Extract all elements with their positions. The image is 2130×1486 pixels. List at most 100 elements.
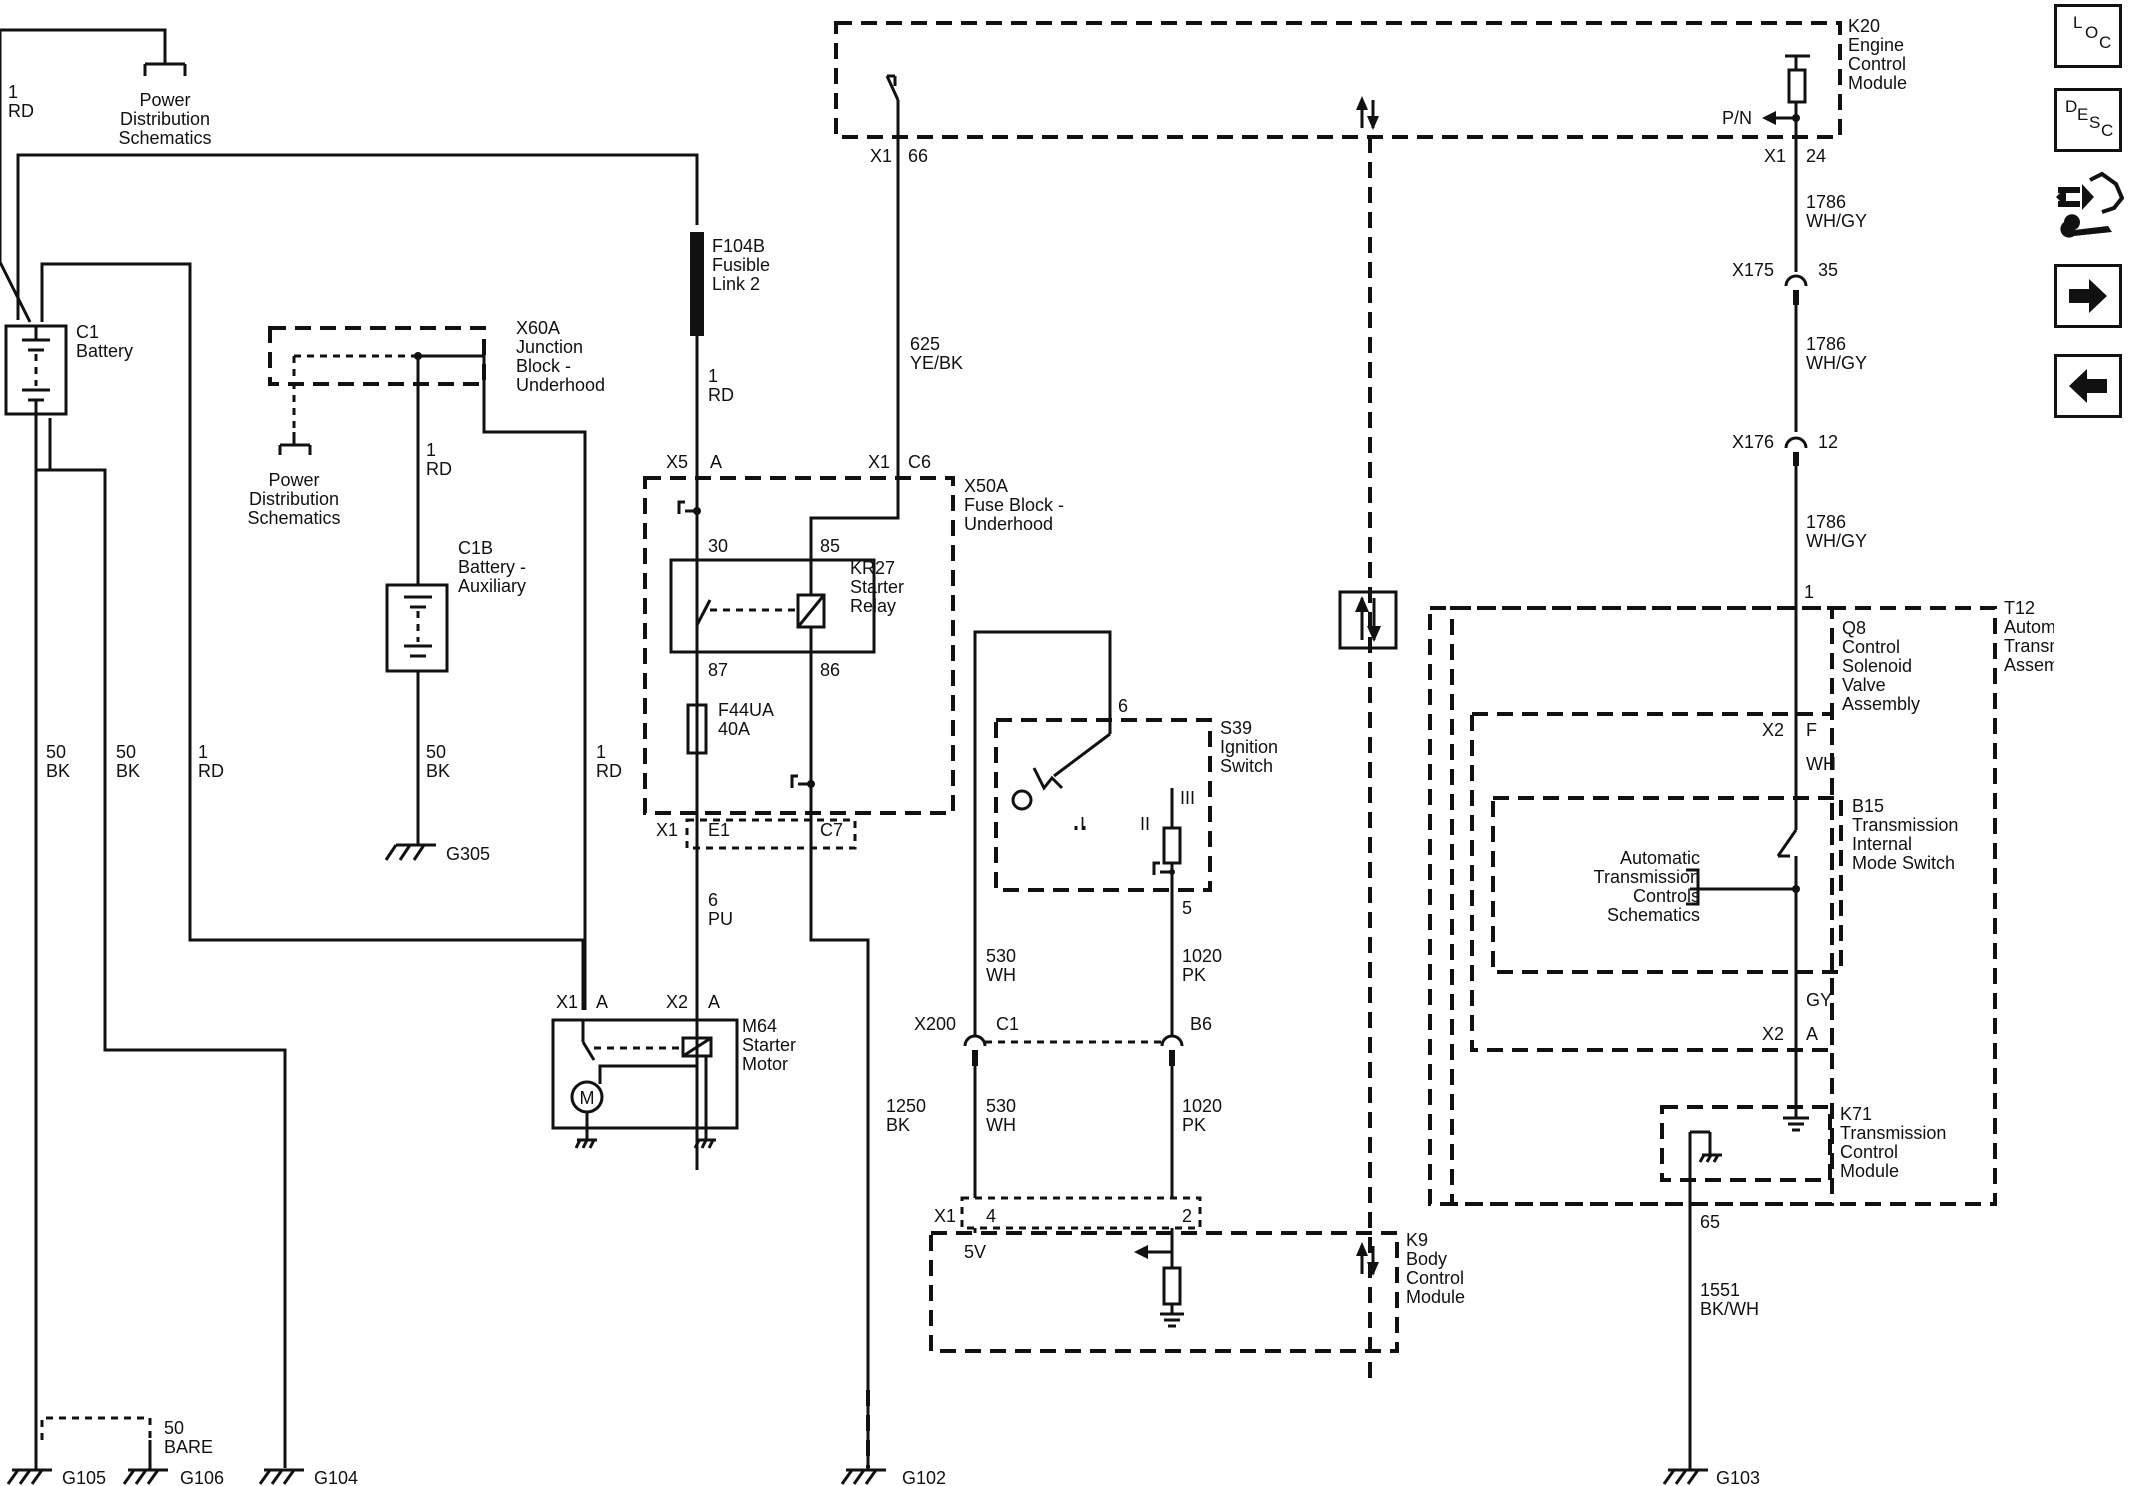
label-t12-2: Transmission — [2004, 636, 2054, 656]
label-t12-0: T12 — [2004, 598, 2035, 618]
label-pin-30: 30 — [708, 536, 728, 556]
label-ign-ii: II — [1140, 814, 1150, 834]
label-t12-3: Assembly — [2004, 655, 2054, 675]
label-g305: G305 — [446, 844, 490, 864]
label-wire-1rd-mid-1: RD — [596, 761, 622, 781]
label-wire-625-1: YE/BK — [910, 353, 963, 373]
label-k20-3: Module — [1848, 73, 1907, 93]
connector-tool-icon[interactable] — [2054, 170, 2125, 240]
label-x1-e1: X1 — [656, 820, 678, 840]
ground-g106 — [122, 1468, 168, 1485]
label-x50a-1: Fuse Block - — [964, 495, 1064, 515]
label-pin-f: F — [1806, 720, 1817, 740]
label-wire-c1b-50bk-0: 50 — [426, 742, 446, 762]
label-pin-a-m64: A — [596, 992, 608, 1012]
label-kr27-0: KR27 — [850, 558, 895, 578]
label-wire-1rd-left-0: 1 — [198, 742, 208, 762]
label-pin-87: 87 — [708, 660, 728, 680]
label-k20-2: Control — [1848, 54, 1906, 74]
arrow-left-icon — [2069, 369, 2107, 403]
label-s39-0: S39 — [1220, 718, 1252, 738]
label-m64-2: Motor — [742, 1054, 788, 1074]
label-pin-24: 24 — [1806, 146, 1826, 166]
label-wire-1786-b-1: WH/GY — [1806, 353, 1867, 373]
label-atc-1: Transmission — [1594, 867, 1700, 887]
label-wire-530-b-0: 530 — [986, 1096, 1016, 1116]
label-s39-2: Switch — [1220, 756, 1273, 776]
label-pin-6-s39: 6 — [1118, 696, 1128, 716]
label-s39-1: Ignition — [1220, 737, 1278, 757]
label-wire-1551-0: 1551 — [1700, 1280, 1740, 1300]
label-c1-1: Battery — [76, 341, 133, 361]
label-wire-530-a-0: 530 — [986, 946, 1016, 966]
label-g104: G104 — [314, 1468, 358, 1486]
label-b15-0: B15 — [1852, 796, 1884, 816]
label-power-dist-1-0: Power — [139, 90, 190, 110]
label-atc-3: Schematics — [1607, 905, 1700, 925]
label-g106: G106 — [180, 1468, 224, 1486]
label-x1-m64: X1 — [556, 992, 578, 1012]
label-k9-0: K9 — [1406, 1230, 1428, 1250]
label-x2-m64: X2 — [666, 992, 688, 1012]
desc-button[interactable]: D E S C — [2054, 88, 2122, 152]
label-q8-4: Assembly — [1842, 694, 1920, 714]
label-k9-2: Control — [1406, 1268, 1464, 1288]
label-power-dist-1-2: Schematics — [118, 128, 211, 148]
label-b15-2: Internal — [1852, 834, 1912, 854]
label-x2-f: X2 — [1762, 720, 1784, 740]
data-arrow-ecm — [1356, 96, 1379, 130]
label-wire-625-0: 625 — [910, 334, 940, 354]
label-c1b-1: Battery - — [458, 557, 526, 577]
label-f104b-0: F104B — [712, 236, 765, 256]
next-page-button[interactable] — [2054, 264, 2122, 328]
desc-letter-c: C — [2101, 121, 2114, 140]
label-wire-1250-1: BK — [886, 1115, 910, 1135]
label-kr27-2: Relay — [850, 596, 896, 616]
label-wire-1rd-mid-0: 1 — [596, 742, 606, 762]
ground-g105 — [6, 1468, 52, 1485]
label-wire-x60a-1rd-1: RD — [426, 459, 452, 479]
desc-letter-d: D — [2065, 97, 2078, 116]
label-pin-35: 35 — [1818, 260, 1838, 280]
label-atc-2: Controls — [1633, 886, 1700, 906]
label-wire-gy: GY — [1806, 990, 1832, 1010]
label-wire-1786-a-1: WH/GY — [1806, 211, 1867, 231]
ground-m64-a — [574, 1138, 597, 1149]
label-m64-1: Starter — [742, 1035, 796, 1055]
label-pin-c6: C6 — [908, 452, 931, 472]
label-kr27-1: Starter — [850, 577, 904, 597]
label-wire-50bk-a-1: BK — [46, 761, 70, 781]
label-x1-24: X1 — [1764, 146, 1786, 166]
label-pin-1: 1 — [1804, 582, 1814, 602]
label-wire-1250-0: 1250 — [886, 1096, 926, 1116]
label-ign-i: I — [1080, 814, 1085, 834]
label-x1-k9: X1 — [934, 1206, 956, 1226]
label-k71-0: K71 — [1840, 1104, 1872, 1124]
label-x200: X200 — [914, 1014, 956, 1034]
label-c1-0: C1 — [76, 322, 99, 342]
label-x50a-2: Underhood — [964, 514, 1053, 534]
label-k71-2: Control — [1840, 1142, 1898, 1162]
ground-g102 — [840, 1468, 886, 1485]
label-motor-m: M — [580, 1088, 595, 1108]
label-wire-1rd-top-0: 1 — [8, 82, 18, 102]
label-k9-1: Body — [1406, 1249, 1447, 1269]
label-b15-3: Mode Switch — [1852, 853, 1955, 873]
label-wire-x60a-1rd-0: 1 — [426, 440, 436, 460]
label-x60a-1: Junction — [516, 337, 583, 357]
previous-page-button[interactable] — [2054, 354, 2122, 418]
loc-button[interactable]: L O C — [2054, 4, 2122, 68]
label-wire-530-a-1: WH — [986, 965, 1016, 985]
arrow-right-icon — [2069, 279, 2107, 313]
label-c1b-2: Auxiliary — [458, 576, 526, 596]
desc-letter-e: E — [2077, 105, 2089, 124]
label-x60a-2: Block - — [516, 356, 571, 376]
label-pin-86: 86 — [820, 660, 840, 680]
label-q8-2: Solenoid — [1842, 656, 1912, 676]
label-wire-1rd-left-1: RD — [198, 761, 224, 781]
label-pin-a-x5: A — [710, 452, 722, 472]
label-b15-1: Transmission — [1852, 815, 1958, 835]
label-pin-12: 12 — [1818, 432, 1838, 452]
labels: 1RDPowerDistributionSchematicsPowerDistr… — [8, 16, 2054, 1486]
loc-letter-o: O — [2085, 23, 2099, 42]
